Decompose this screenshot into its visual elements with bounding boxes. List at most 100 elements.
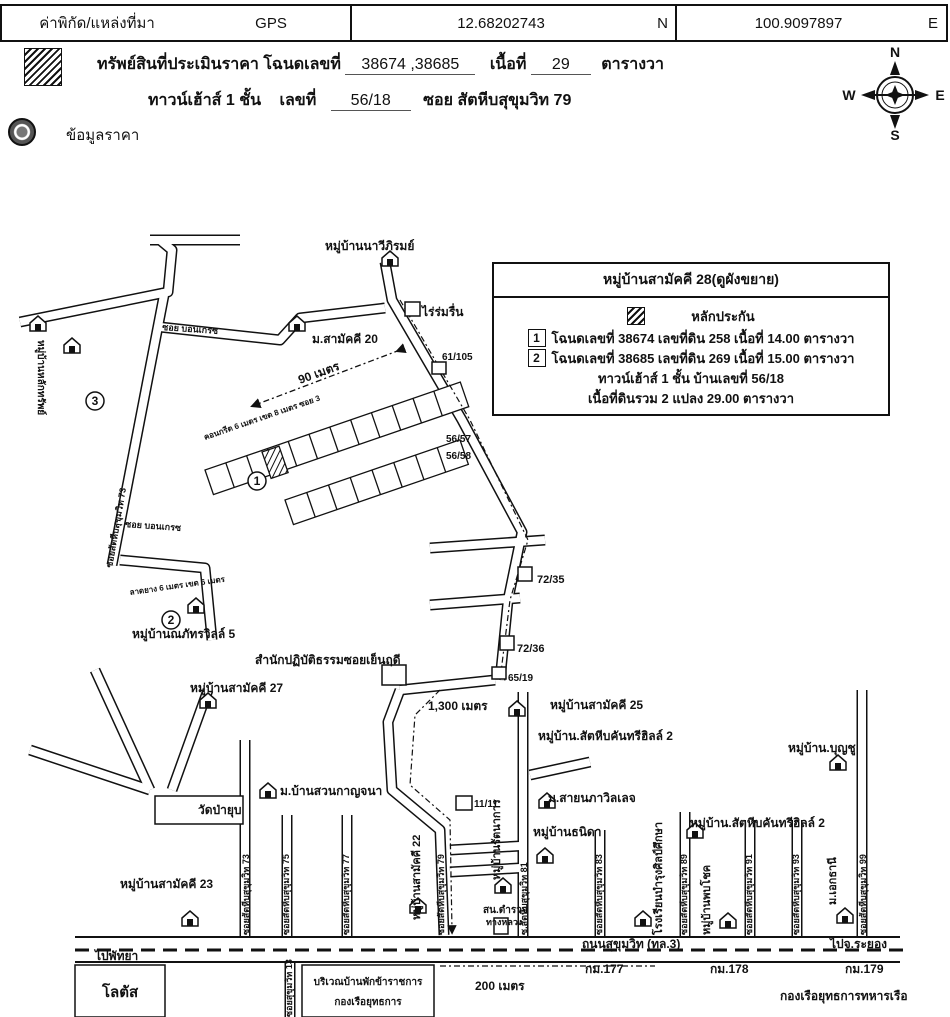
map-labels: หมู่บ้านนาวีภิรมย์ ไร่ร่มรื่น ม.สามัคคี … (34, 239, 908, 1017)
property-line-2: ทาวน์เฮ้าส์ 1 ชั้น เลขที่ 56/18 ซอย สัตห… (148, 88, 571, 113)
parcel-divider (308, 433, 319, 459)
road (28, 746, 152, 794)
subject-parcel (261, 445, 289, 480)
map-label: สน.ตำรวจ (483, 904, 528, 916)
village-icon (181, 910, 199, 927)
svg-text:2: 2 (168, 613, 175, 627)
map-label: ไปพัทยา (93, 948, 138, 963)
parcel-divider (349, 419, 360, 445)
parcel-divider (306, 492, 316, 518)
hatch-legend-icon (24, 48, 62, 86)
soi-label: หมู่บ้านสามัคคี 22 (410, 835, 424, 920)
parcel-divider (393, 462, 403, 488)
map-label: ไปจ.ระยอง (828, 936, 887, 951)
deed-numbers: 38674 ,38685 (345, 56, 476, 75)
lotus-box (74, 964, 166, 1017)
map-label: 61/105 (442, 352, 473, 363)
parcel-strips (204, 381, 470, 526)
compass-s: S (890, 127, 899, 143)
soi-label: ซอยสัตหีบสุขุมวิท 73 (241, 854, 252, 935)
map-label: หมู่บ้าน.สัตหีบคันทรีฮิลล์ 2 (538, 729, 673, 744)
collateral-label: หลักประกัน (691, 308, 755, 324)
coord-label: ค่าพิกัด/แหล่งที่มา (39, 15, 155, 32)
map-label: หมู่บ้านนาวีภิรมย์ (325, 239, 414, 254)
soi-label: ซอยสัตหีบสุขุมวิท 79 (436, 854, 447, 935)
building-65-19 (491, 666, 507, 680)
area-label: เนื้อที่ (489, 56, 527, 73)
parcel-divider (433, 391, 443, 417)
parcel-number: 2 (527, 349, 546, 367)
building-rai-romruen (404, 301, 421, 317)
price-data-seal-icon (8, 118, 36, 146)
sukhumvit-road (75, 936, 905, 963)
parcel-marker-3: 3 (85, 391, 105, 411)
police-station (493, 917, 509, 935)
navy-housing-box (301, 964, 435, 1017)
map-label: บริเวณบ้านพักข้าราชการ (314, 976, 423, 988)
map-label: กองเรือยุทธการ (334, 996, 402, 1008)
wat-pa-yub-box (154, 795, 244, 825)
legend-title: หมู่บ้านสามัคคี 28(ดูผังขยาย) (494, 264, 888, 298)
soi-label: ซอย บอนเกรซ (162, 322, 219, 336)
number-label: เลขที่ (279, 92, 317, 109)
longitude-dir: E (927, 14, 938, 32)
coord-source: GPS (255, 14, 287, 32)
village-icon (409, 897, 427, 914)
legend-box: หมู่บ้านสามัคคี 28(ดูผังขยาย) หลักประกัน… (492, 262, 890, 416)
map-label: ม.บ้านสวนกาญจนา (280, 784, 382, 798)
parcel-divider (287, 441, 298, 467)
house-type: ทาวน์เฮ้าส์ 1 ชั้น (148, 92, 262, 109)
village-icon (686, 822, 704, 839)
area-value: 29 (530, 56, 591, 75)
road (19, 236, 176, 326)
coordinate-header: ค่าพิกัด/แหล่งที่มา GPS 12.68202743 N 10… (0, 4, 948, 42)
road (449, 864, 521, 876)
soi-name: สัตหีบสุขุมวิท (457, 92, 550, 109)
soi-label: คอนกรีต 6 เมตร เขต 8 เมตร ซอย 3 (202, 392, 321, 441)
map-label: โลตัส (101, 982, 139, 1001)
village-icon (63, 337, 81, 354)
map-label: สำนักปฏิบัติธรรมซอยเย็นฤดี (255, 652, 401, 667)
latitude-dir: N (657, 14, 668, 32)
parcel-info: โฉนดเลขที่ 38674 เลขที่ดิน 258 เนื้อที่ … (551, 330, 855, 346)
map-label: ทางหลวง (486, 917, 522, 927)
map-label: กม.177 (585, 962, 624, 976)
latitude-value: 12.68202743 (350, 6, 650, 40)
road (429, 536, 546, 552)
map-label: ไร่ร่มรื่น (420, 303, 464, 319)
soi-label: ซอยสัตหีบสุขุมวิท 89 (679, 854, 690, 935)
map-label: 1,300 เมตร (428, 699, 488, 713)
svg-text:1: 1 (254, 474, 261, 488)
collateral-hatch-icon (627, 307, 646, 325)
soi-label: หมู่บ้านรัตนาการ (490, 799, 504, 880)
map-label: 72/35 (537, 574, 565, 586)
village-icon (187, 597, 205, 614)
road (91, 668, 154, 792)
parcel-info: โฉนดเลขที่ 38685 เลขที่ดิน 269 เนื้อที่ … (551, 350, 855, 366)
map-label: วัดป่ายุบ (198, 803, 242, 818)
parcel-marker-1: 1 (247, 471, 267, 491)
dimension-90m (250, 343, 407, 409)
soi-label: ซอยสัตหีบสุขุมวิท 75 (281, 854, 292, 935)
parcel-divider (412, 398, 423, 424)
road (529, 758, 591, 779)
village-icon (829, 754, 847, 771)
soi-label: ซอยสัตหีบสุขุมวิท 83 (594, 854, 605, 935)
road (384, 688, 448, 936)
village-icon (836, 907, 854, 924)
soi-label: ซอยสัตหีบสุขุมวิท 77 (341, 854, 352, 935)
parcel-divider (349, 477, 360, 503)
property-title: ทรัพย์สินที่ประเมินราคา โฉนดเลขที่ (97, 56, 341, 73)
parcel-divider (327, 484, 338, 510)
building-72-36 (499, 635, 515, 651)
village-icon (719, 912, 737, 929)
compass-w: W (842, 87, 856, 103)
village-icon (199, 692, 217, 709)
parcel-divider (414, 454, 425, 480)
map-label: กม.178 (710, 962, 749, 976)
map-label: หมู่บ้าน.สัตหีบคันทรีฮิลล์ 2 (690, 816, 825, 831)
route-1300m (409, 689, 457, 935)
map-label: หมู่บ้านสามัคคี 25 (550, 698, 643, 713)
building-72-35 (517, 566, 533, 582)
